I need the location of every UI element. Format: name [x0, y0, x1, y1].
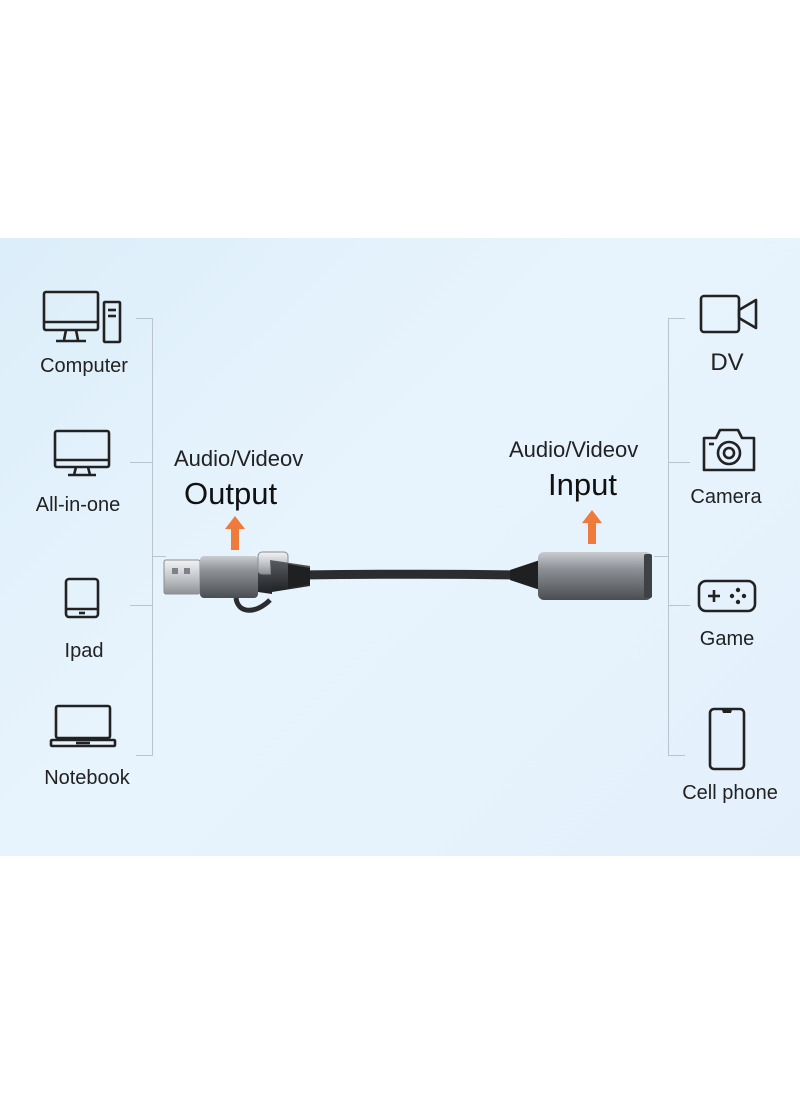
- left-bracket-connector: [152, 556, 166, 557]
- left-bracket-tick: [130, 462, 152, 463]
- laptop-icon: [49, 704, 117, 748]
- device-label-ipad: Ipad: [64, 640, 104, 662]
- device-label-computer: Computer: [40, 355, 128, 377]
- device-label-camera: Camera: [690, 486, 762, 508]
- right-bracket-tick: [668, 605, 690, 606]
- gamepad-icon: [697, 579, 757, 613]
- device-label-dv: DV: [710, 349, 744, 376]
- left-bracket-tick: [130, 605, 152, 606]
- device-label-all-in-one: All-in-one: [35, 494, 121, 516]
- right-bracket: [668, 318, 685, 756]
- diagram-panel: [0, 238, 800, 856]
- device-label-cell-phone: Cell phone: [682, 782, 778, 804]
- right-bracket-connector: [654, 556, 668, 557]
- desktop-computer-icon: [42, 290, 122, 344]
- input-arrow-icon: [582, 510, 602, 544]
- cell-phone-icon: [708, 707, 746, 771]
- left-bracket: [136, 318, 153, 756]
- video-camera-icon: [699, 294, 758, 334]
- device-label-notebook: Notebook: [44, 767, 130, 789]
- right-bracket-tick: [668, 462, 690, 463]
- output-arrow-icon: [225, 516, 245, 550]
- output-caption-small: Audio/Videov: [174, 446, 304, 471]
- device-label-game: Game: [699, 628, 755, 650]
- photo-camera-icon: [702, 428, 756, 472]
- output-caption-big: Output: [184, 476, 278, 511]
- all-in-one-monitor-icon: [53, 429, 111, 477]
- input-caption-big: Input: [548, 467, 617, 502]
- adapter-cable-graphic: [163, 551, 652, 613]
- input-caption-small: Audio/Videov: [509, 437, 639, 462]
- tablet-icon: [64, 577, 100, 619]
